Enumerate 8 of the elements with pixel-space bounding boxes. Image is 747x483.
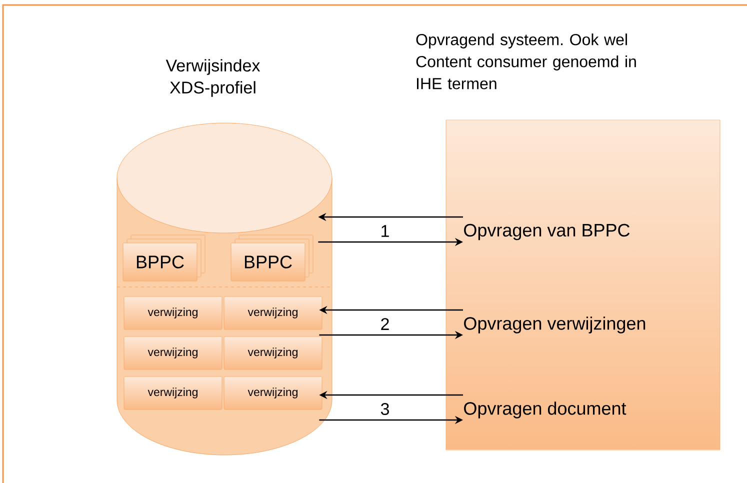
node-label: Opvragend systeem. Ook wel Content consumer genoemd in IHE termen (416, 34, 636, 90)
heading: Verwijsindex XDS-profiel (166, 59, 260, 97)
request-label: Opvragen document (464, 402, 626, 418)
step-number: 2 (379, 317, 391, 331)
request-label: Opvragen van BPPC (464, 224, 630, 240)
step-number: 1 (379, 224, 391, 238)
step-number: 3 (379, 402, 391, 416)
request-label: Opvragen verwijzingen (464, 316, 646, 334)
